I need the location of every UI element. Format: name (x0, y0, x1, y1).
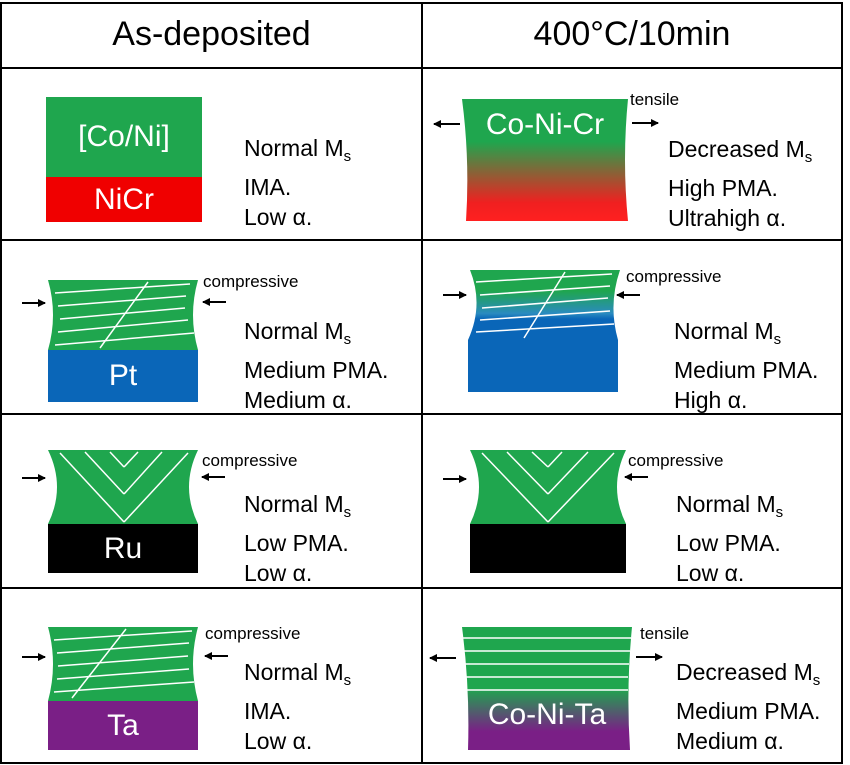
property-anisotropy: IMA. (244, 174, 292, 200)
property-anisotropy: High PMA. (668, 175, 778, 201)
row4-left-properties: Normal Ms IMA. Low α. (244, 657, 351, 756)
ru-annealed-lines (481, 451, 615, 523)
header-as-deposited: As-deposited (112, 14, 311, 53)
stress-label-tensile: tensile (640, 624, 690, 643)
pt-layer (48, 350, 198, 402)
property-damping: Ultrahigh α. (668, 205, 787, 231)
ta-layer (48, 701, 198, 750)
property-anisotropy: Medium PMA. (674, 357, 819, 383)
property-ms: Normal Ms (244, 135, 352, 165)
property-ms: Normal Ms (674, 318, 782, 348)
row3-right-properties: Normal Ms Low PMA. Low α. (676, 489, 783, 588)
property-damping: Medium α. (244, 387, 352, 413)
co-ni-cr-label: Co-Ni-Cr (485, 108, 605, 141)
pt-film-lines (54, 281, 195, 349)
pt-annealed-lines (475, 271, 615, 339)
ru-annealed-layer (470, 524, 626, 573)
header-annealed: 400°C/10min (533, 14, 731, 53)
nicr-label: NiCr (94, 182, 154, 216)
property-damping: Medium α. (676, 728, 784, 754)
co-ni-ta-film (462, 627, 632, 750)
row3-left-properties: Normal Ms Low PMA. Low α. (244, 489, 351, 588)
ta-label: Ta (107, 708, 139, 742)
coni-label: [Co/Ni] (78, 120, 170, 153)
row2-right-properties: Normal Ms Medium PMA. High α. (674, 316, 818, 415)
property-damping: Low α. (244, 728, 313, 754)
stress-label-compressive: compressive (628, 451, 724, 470)
co-ni-ta-label: Co-Ni-Ta (487, 698, 607, 731)
pt-annealed-layer (468, 340, 618, 392)
stress-label-compressive: compressive (205, 624, 301, 643)
property-anisotropy: Low PMA. (244, 530, 349, 556)
stress-label-compressive: compressive (203, 272, 299, 291)
property-damping: Low α. (244, 204, 313, 230)
coni-multilayer (46, 97, 202, 177)
property-ms: Decreased Ms (668, 136, 813, 166)
row2-left-properties: Normal Ms Medium PMA. Medium α. (244, 316, 388, 415)
ta-film-lines (53, 628, 195, 699)
property-anisotropy: Medium PMA. (244, 357, 389, 383)
co-ni-cr-film (462, 99, 628, 221)
row1-right-properties: Decreased Ms High PMA. Ultrahigh α. (668, 134, 812, 233)
co-ni-ta-lines (463, 637, 631, 691)
ru-layer (48, 524, 198, 573)
property-damping: High α. (674, 387, 748, 413)
property-ms: Normal Ms (676, 491, 784, 521)
stress-label-compressive: compressive (202, 451, 298, 470)
property-anisotropy: Medium PMA. (676, 698, 821, 724)
row1-left-properties: Normal Ms IMA. Low α. (244, 133, 351, 232)
property-ms: Normal Ms (244, 659, 352, 689)
stress-label-compressive: compressive (626, 267, 722, 286)
pt-label: Pt (108, 359, 138, 392)
property-ms: Decreased Ms (676, 659, 821, 689)
row4-right-properties: Decreased Ms Medium PMA. Medium α. (676, 657, 820, 756)
ru-film-compressive (48, 450, 198, 524)
stress-label-tensile: tensile (630, 90, 680, 109)
ru-label: Ru (103, 531, 143, 565)
ru-annealed-film (470, 450, 626, 524)
property-ms: Normal Ms (244, 491, 352, 521)
property-damping: Low α. (676, 560, 745, 586)
nicr-layer (46, 177, 202, 222)
ru-film-lines (59, 451, 189, 523)
property-anisotropy: Low PMA. (676, 530, 781, 556)
property-anisotropy: IMA. (244, 698, 292, 724)
property-ms: Normal Ms (244, 318, 352, 348)
property-damping: Low α. (244, 560, 313, 586)
ta-film-compressive (48, 627, 198, 701)
